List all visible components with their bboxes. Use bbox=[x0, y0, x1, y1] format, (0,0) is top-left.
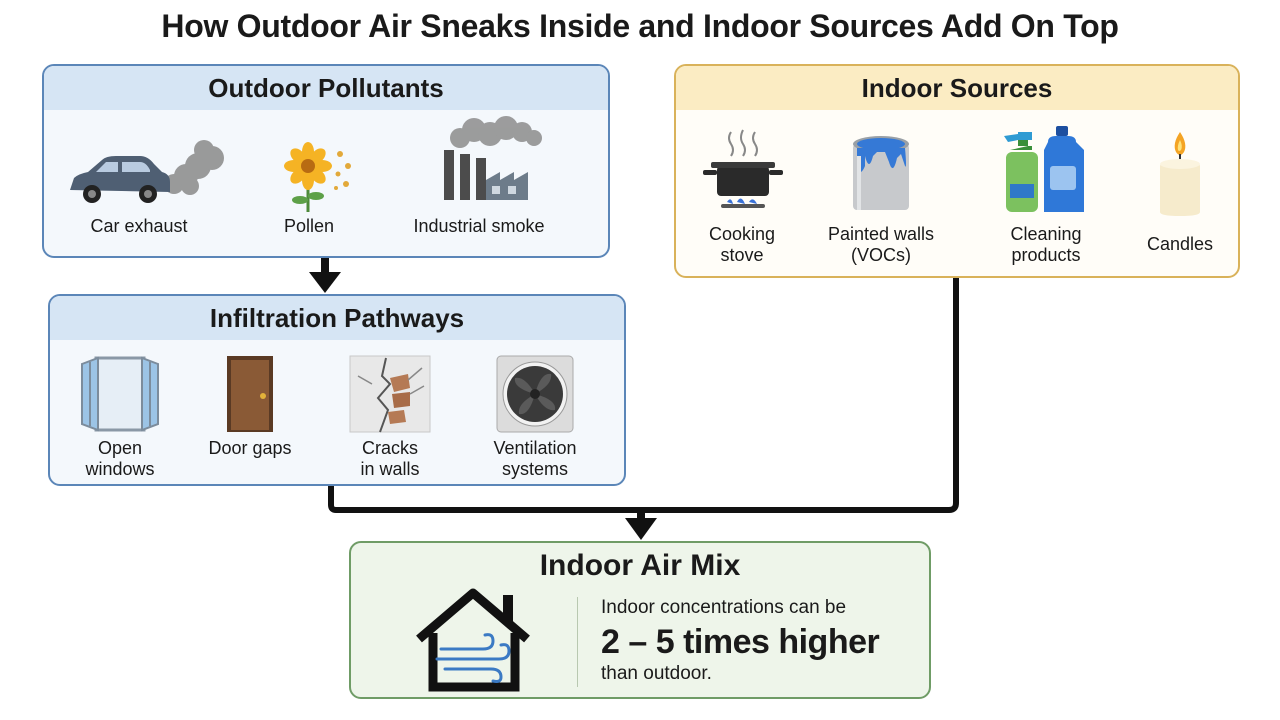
house-wind-icon bbox=[416, 588, 530, 692]
industrial-smoke-label: Industrial smoke bbox=[413, 216, 545, 236]
flower-pollen-icon bbox=[284, 142, 351, 212]
indoor-item-paint: Painted walls (VOCs) bbox=[820, 124, 942, 274]
indoor-air-mix-box: Indoor Air Mix Indoor concentrations can… bbox=[349, 541, 931, 699]
car-exhaust-label: Car exhaust bbox=[90, 216, 188, 236]
mix-divider bbox=[577, 597, 578, 687]
pollen-label: Pollen bbox=[283, 216, 335, 236]
cleaning-bottles-icon bbox=[1004, 126, 1084, 212]
mix-highlight: 2 – 5 times higher bbox=[601, 623, 880, 661]
outdoor-pollutants-heading: Outdoor Pollutants bbox=[44, 66, 608, 110]
outdoor-item-car: Car exhaust bbox=[70, 126, 224, 246]
infiltration-pathways-box: Infiltration Pathways Open windows Door … bbox=[48, 294, 626, 486]
arrow-outdoor-to-pathways bbox=[309, 258, 341, 293]
outdoor-item-industrial: Industrial smoke bbox=[404, 116, 554, 246]
indoor-air-mix-heading: Indoor Air Mix bbox=[539, 549, 741, 582]
cracks-in-walls-line2: in walls bbox=[360, 459, 420, 479]
window-icon bbox=[81, 356, 159, 432]
cracked-wall-icon bbox=[349, 355, 431, 433]
ventilation-systems-line2: systems bbox=[501, 459, 568, 479]
indoor-sources-heading: Indoor Sources bbox=[676, 66, 1238, 110]
mix-text-line1: Indoor concentrations can be bbox=[601, 597, 847, 618]
factory-smoke-icon bbox=[444, 116, 542, 200]
pathway-item-door: Door gaps bbox=[200, 352, 300, 482]
fan-vent-icon bbox=[496, 355, 574, 433]
open-windows-line2: windows bbox=[85, 459, 155, 479]
painted-walls-line2: (VOCs) bbox=[851, 245, 911, 265]
indoor-sources-box: Indoor Sources Cooking stove Painted wal… bbox=[674, 64, 1240, 278]
candle-icon bbox=[1160, 132, 1200, 216]
pathway-item-ventilation: Ventilation systems bbox=[480, 352, 590, 482]
door-gaps-label: Door gaps bbox=[208, 438, 292, 458]
cleaning-products-line2: products bbox=[1011, 245, 1081, 265]
pathway-item-cracks: Cracks in walls bbox=[340, 352, 440, 482]
cracks-in-walls-line1: Cracks bbox=[361, 438, 418, 458]
open-windows-line1: Open bbox=[97, 438, 143, 458]
cleaning-products-line1: Cleaning bbox=[1010, 224, 1082, 244]
mix-text-line2: than outdoor. bbox=[601, 663, 712, 684]
cooking-stove-line2: stove bbox=[720, 245, 764, 265]
indoor-item-cleaning: Cleaning products bbox=[994, 124, 1098, 274]
indoor-item-candles: Candles bbox=[1132, 124, 1228, 274]
cooking-pot-icon bbox=[703, 129, 783, 208]
pathway-item-windows: Open windows bbox=[70, 352, 170, 482]
arrow-to-indoor-mix bbox=[625, 510, 657, 540]
indoor-item-cooking: Cooking stove bbox=[692, 124, 792, 274]
diagram-title: How Outdoor Air Sneaks Inside and Indoor… bbox=[161, 8, 1119, 44]
infiltration-pathways-heading: Infiltration Pathways bbox=[50, 296, 624, 340]
painted-walls-line1: Painted walls bbox=[827, 224, 935, 244]
candles-label: Candles bbox=[1146, 234, 1214, 254]
door-icon bbox=[227, 356, 273, 432]
outdoor-pollutants-box: Outdoor Pollutants Car exhaust bbox=[42, 64, 610, 258]
paint-can-icon bbox=[853, 136, 909, 210]
car-exhaust-icon bbox=[70, 140, 224, 203]
cooking-stove-line1: Cooking bbox=[708, 224, 776, 244]
ventilation-systems-line1: Ventilation bbox=[493, 438, 577, 458]
outdoor-item-pollen: Pollen bbox=[254, 126, 364, 246]
